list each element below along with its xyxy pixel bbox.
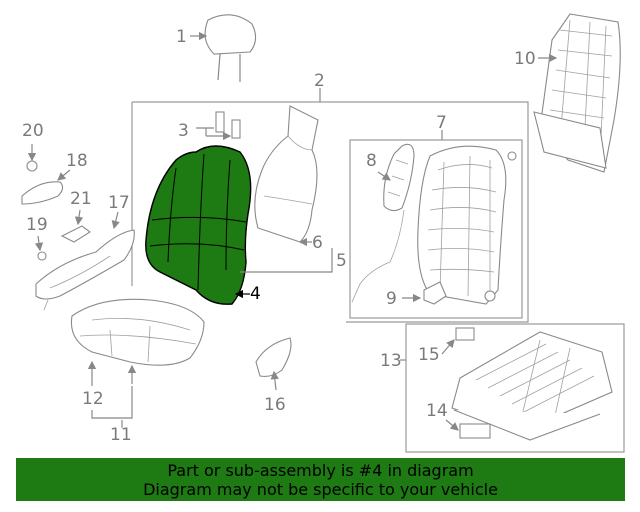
trim-part-21[interactable]: 21 bbox=[60, 189, 92, 243]
clip-part-20[interactable]: 20 bbox=[22, 121, 44, 172]
seat-cushion-part-11-12[interactable]: 12 11 bbox=[70, 298, 205, 445]
label-part-11[interactable]: 11 bbox=[110, 425, 132, 445]
side-module-part-8[interactable]: 8 bbox=[351, 143, 415, 303]
bracket-part-5: 5 bbox=[240, 248, 347, 273]
label-part-13[interactable]: 13 bbox=[380, 351, 402, 371]
handle-part-18[interactable]: 18 bbox=[21, 151, 88, 205]
label-part-3[interactable]: 3 bbox=[178, 121, 189, 141]
label-part-20[interactable]: 20 bbox=[22, 121, 44, 141]
label-part-16[interactable]: 16 bbox=[264, 395, 286, 415]
label-part-12[interactable]: 12 bbox=[82, 389, 104, 409]
label-part-9[interactable]: 9 bbox=[386, 289, 397, 309]
screw-part-19[interactable]: 19 bbox=[26, 215, 48, 261]
banner-line-diagram-note: Diagram may not be specific to your vehi… bbox=[143, 480, 498, 499]
label-part-4[interactable]: 4 bbox=[250, 284, 261, 304]
label-part-15[interactable]: 15 bbox=[418, 345, 440, 365]
seatback-frame bbox=[417, 145, 517, 305]
seat-parts-diagram: 1 10 2 3 4 6 5 bbox=[21, 13, 625, 453]
label-part-5[interactable]: 5 bbox=[336, 251, 347, 271]
label-part-10[interactable]: 10 bbox=[514, 49, 536, 69]
label-part-21[interactable]: 21 bbox=[70, 189, 92, 209]
label-part-8[interactable]: 8 bbox=[366, 151, 377, 171]
seatback-panel-part-10[interactable]: 10 bbox=[514, 13, 621, 173]
label-part-7[interactable]: 7 bbox=[436, 113, 447, 133]
recliner-handle-part-9[interactable]: 9 bbox=[386, 281, 447, 309]
headrest-guides-part-3[interactable]: 3 bbox=[178, 111, 241, 141]
seat-frame-box-part-13: 13 15 14 bbox=[380, 323, 625, 453]
label-part-2[interactable]: 2 bbox=[314, 71, 325, 91]
label-part-17[interactable]: 17 bbox=[108, 193, 130, 213]
label-part-6[interactable]: 6 bbox=[312, 233, 323, 253]
banner-line-part-note: Part or sub-assembly is #4 in diagram bbox=[167, 461, 474, 480]
label-part-18[interactable]: 18 bbox=[66, 151, 88, 171]
frame-box-part-7: 7 bbox=[349, 113, 523, 319]
seatback-pad-part-6[interactable]: 6 bbox=[254, 105, 323, 253]
headrest-part-1[interactable]: 1 bbox=[176, 14, 257, 82]
assembly-box-part-2: 2 bbox=[131, 71, 529, 323]
label-part-19[interactable]: 19 bbox=[26, 215, 48, 235]
side-shield-part-17[interactable]: 17 bbox=[35, 193, 135, 311]
seatback-cover-part-4-highlighted[interactable]: 4 bbox=[145, 145, 261, 305]
vehicle-notice-banner: Part or sub-assembly is #4 in diagram Di… bbox=[16, 458, 625, 501]
trim-part-16[interactable]: 16 bbox=[255, 337, 292, 415]
label-part-1[interactable]: 1 bbox=[176, 27, 187, 47]
label-part-14[interactable]: 14 bbox=[426, 401, 448, 421]
